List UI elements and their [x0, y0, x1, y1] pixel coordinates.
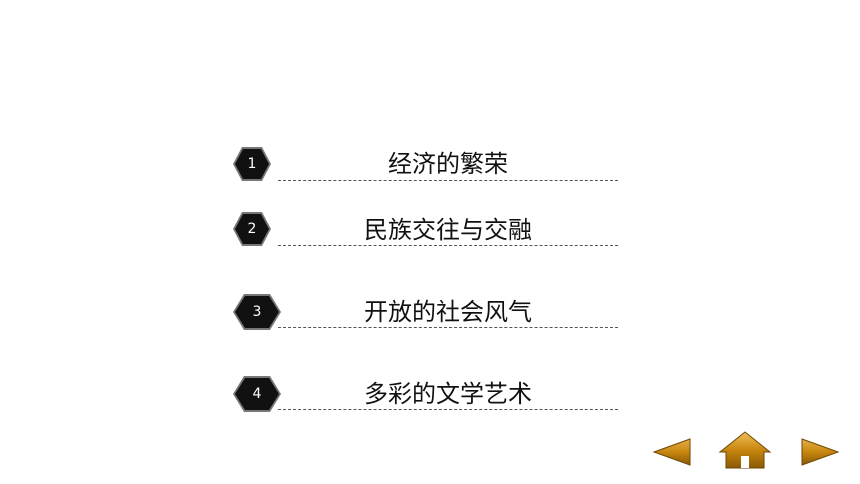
hexagon-badge-icon [233, 294, 281, 330]
toc-item-1[interactable]: 1 经济的繁荣 [232, 146, 618, 186]
dashed-underline [278, 327, 618, 328]
toc-label: 经济的繁荣 [388, 150, 508, 178]
toc-item-4[interactable]: 4 多彩的文学艺术 [232, 375, 618, 415]
hexagon-badge-icon [233, 212, 271, 246]
toc-number: 3 [252, 304, 262, 320]
toc-label: 多彩的文学艺术 [364, 380, 532, 408]
prev-slide-button[interactable] [652, 436, 692, 468]
toc-label: 开放的社会风气 [364, 298, 532, 326]
toc-number: 1 [247, 156, 257, 172]
toc-item-2[interactable]: 2 民族交往与交融 [232, 211, 618, 251]
next-slide-button[interactable] [800, 436, 840, 468]
home-button[interactable] [718, 430, 772, 470]
toc-number: 2 [247, 221, 257, 237]
dashed-underline [278, 409, 618, 410]
home-icon [718, 431, 772, 469]
toc-label: 民族交往与交融 [364, 216, 532, 244]
dashed-underline [278, 180, 618, 181]
dashed-underline [278, 245, 618, 246]
toc-item-3[interactable]: 3 开放的社会风气 [232, 293, 618, 333]
toc-number: 4 [252, 386, 262, 402]
hexagon-badge-icon [233, 147, 271, 181]
hexagon-badge-icon [233, 376, 281, 412]
